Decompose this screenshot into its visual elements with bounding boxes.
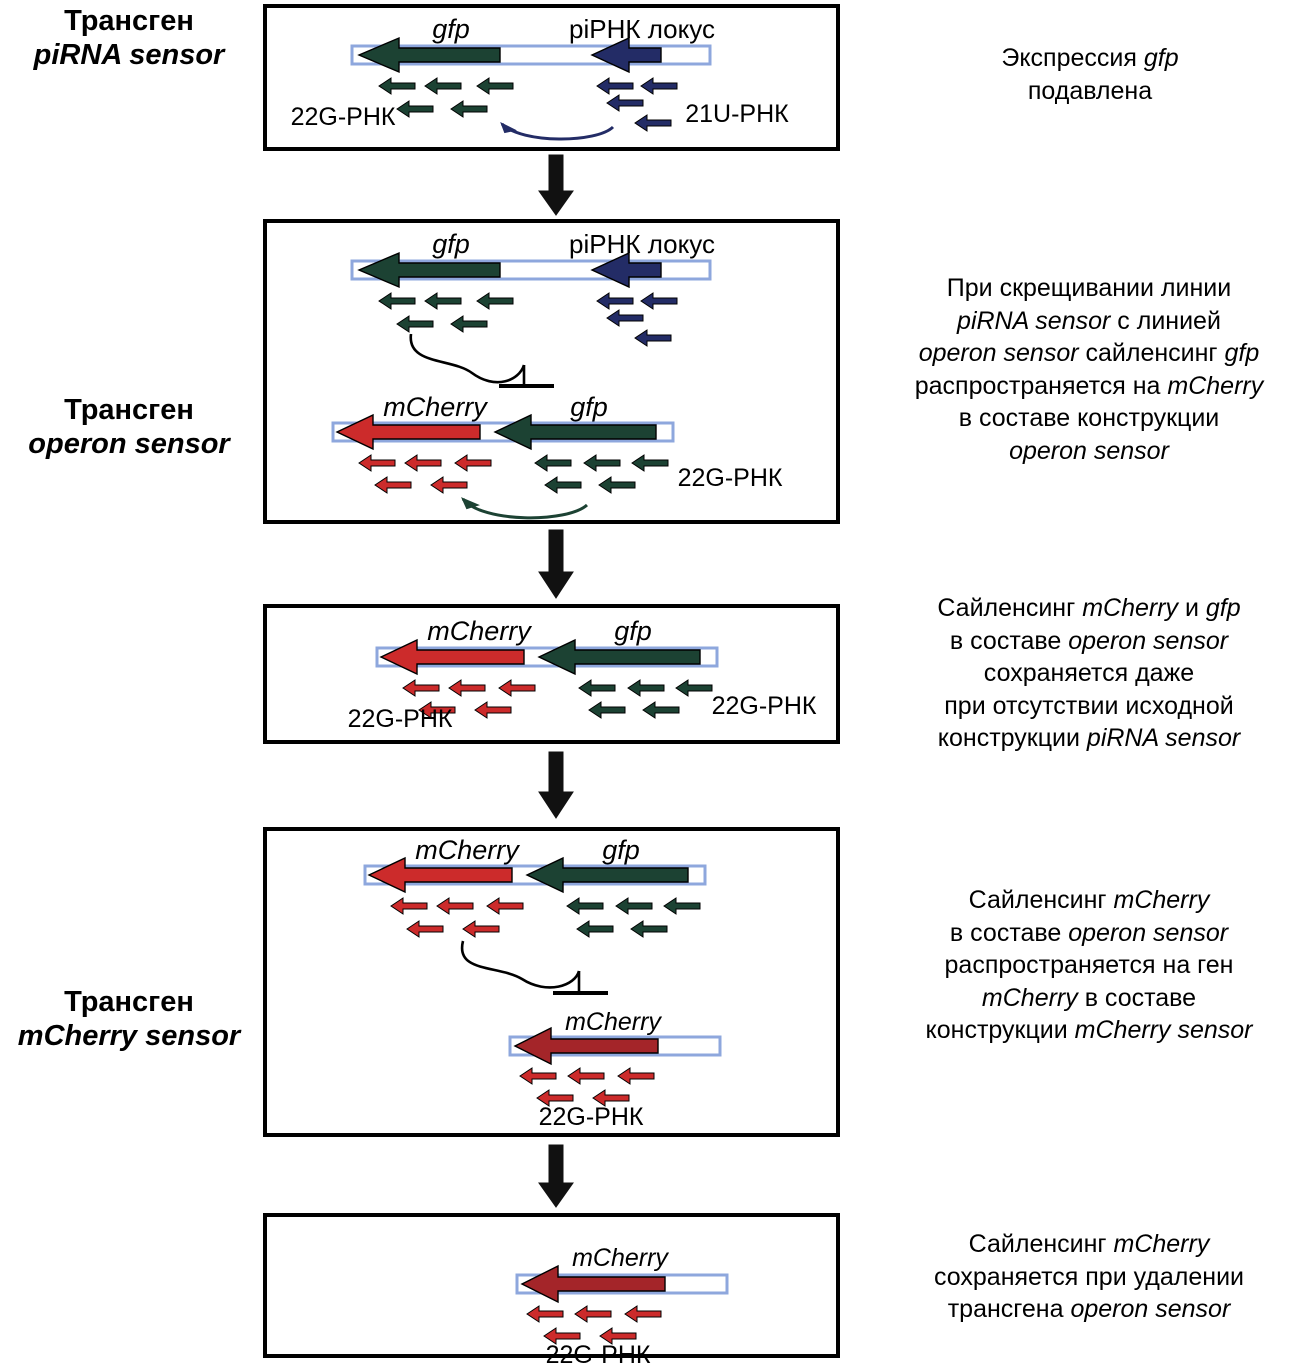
- 22g-rna-arrows: [378, 77, 514, 118]
- 22g-rna-arrows-mcherry-sensor: [519, 1067, 655, 1107]
- gene-label-mcherry: mCherry: [572, 1244, 668, 1272]
- panel-mcherry-sensor-alone: mCherry 22G-РНК: [263, 1213, 840, 1363]
- caption-line: operon sensor: [1009, 436, 1169, 465]
- caption-line: Сайленсинг mCherry: [968, 1230, 1210, 1258]
- caption-line: Сайленсинг mCherry: [968, 886, 1210, 914]
- left-label-line2: mCherry sensor: [17, 1020, 241, 1053]
- caption-line: piRNA sensor с линией: [957, 306, 1221, 335]
- 22g-rna-arrows-gfp-operon: [534, 454, 669, 494]
- mcherry-gene-arrow-sensor: [513, 1026, 659, 1066]
- caption-line: Сайленсинг mCherry и gfp: [937, 594, 1241, 622]
- 22g-rna-arrows-mcherry: [390, 897, 524, 938]
- flow-arrow-4: [536, 1144, 576, 1209]
- caption-line: в составе operon sensor: [949, 918, 1229, 947]
- caption-line: конструкции mCherry sensor: [925, 1016, 1253, 1044]
- gfp-gene-arrow: [357, 36, 501, 74]
- caption-line: сохраняется даже: [983, 659, 1195, 687]
- left-label-line1: Трансген: [64, 986, 194, 1018]
- flow-arrow-1: [536, 154, 576, 217]
- silencing-inhibition-connector: [409, 333, 554, 388]
- srna-label-22g: 22G-РНК: [538, 1103, 644, 1131]
- 21u-rna-arrows: [596, 77, 678, 132]
- gfp-gene-arrow: [537, 638, 701, 676]
- gene-label-mcherry-operon: mCherry: [415, 835, 519, 865]
- panel-1-graphic: [350, 36, 712, 141]
- srna-label-22g: 22G-РНК: [290, 103, 396, 131]
- flow-arrow-2: [536, 529, 576, 600]
- gene-label-mcherry: mCherry: [427, 616, 531, 646]
- gene-label-pirna-locus: piРНК локус: [568, 229, 716, 259]
- caption-line: При скрещивании линии: [946, 274, 1232, 302]
- caption-line: mCherry в составе: [981, 983, 1197, 1012]
- caption-line: при отсутствии исходной: [944, 691, 1234, 720]
- caption-panel-5: Сайленсинг mCherry сохраняется при удале…: [878, 1228, 1300, 1326]
- left-label-pirna-sensor: Трансген piRNA sensor: [0, 4, 258, 72]
- panel-5-graphic: [515, 1264, 729, 1345]
- 22g-rna-arrows-gfp: [566, 897, 701, 938]
- panel-mcherry-sensor-cross: mCherry gfp mCherry 22G-РНК: [263, 827, 840, 1137]
- srna-label-22g-operon: 22G-РНК: [677, 464, 783, 492]
- gene-label-pirna-locus: piРНК локус: [568, 14, 716, 44]
- 21u-rna-arrows-top: [596, 292, 678, 347]
- caption-line: Экспрессия gfp: [1001, 44, 1179, 72]
- panel-operon-sensor-alone: mCherry gfp 22G-РНК 22G-РНК: [263, 604, 840, 744]
- panel-operon-sensor-cross: gfp piРНК локус mCherry gfp 22G-РНК: [263, 219, 840, 524]
- panel-pirna-sensor: gfp piРНК локус 22G-РНК 21U-РНК: [263, 4, 840, 151]
- caption-panel-3: Сайленсинг mCherry и gfp в составе opero…: [878, 592, 1300, 755]
- amplification-curve-arrow: [500, 121, 615, 141]
- gfp-gene-arrow-operon: [493, 413, 657, 451]
- mcherry-gene-arrow: [520, 1264, 666, 1304]
- panel-3-graphic: [375, 638, 719, 719]
- caption-line: в составе конструкции: [958, 404, 1220, 432]
- pirna-locus-arrow: [590, 36, 662, 74]
- left-label-line1: Трансген: [64, 5, 194, 37]
- caption-line: подавлена: [1027, 76, 1153, 105]
- gfp-gene-arrow: [357, 251, 501, 289]
- caption-panel-4: Сайленсинг mCherry в составе operon sens…: [878, 884, 1300, 1047]
- gene-label-gfp: gfp: [432, 14, 470, 44]
- left-label-operon-sensor: Трансген operon sensor: [0, 393, 258, 461]
- 22g-rna-arrows-top: [378, 292, 514, 333]
- mcherry-gene-arrow: [379, 638, 525, 676]
- caption-panel-2: При скрещивании линии piRNA sensor с лин…: [878, 272, 1300, 467]
- gene-label-gfp: gfp: [614, 616, 652, 646]
- caption-line: в составе operon sensor: [949, 626, 1229, 655]
- gene-label-mcherry-sensor: mCherry: [565, 1008, 661, 1036]
- caption-line: распространяется на ген: [944, 951, 1234, 979]
- srna-label-22g: 22G-РНК: [545, 1341, 651, 1363]
- left-label-line2: operon sensor: [28, 428, 230, 461]
- caption-panel-1: Экспрессия gfp подавлена: [880, 42, 1300, 107]
- mcherry-gene-arrow: [367, 856, 513, 894]
- left-label-mcherry-sensor: Трансген mCherry sensor: [0, 985, 258, 1053]
- 22g-rna-arrows-gfp: [578, 679, 713, 719]
- spreading-curve-arrow: [461, 497, 589, 520]
- panel-2-graphic: [331, 251, 712, 520]
- 22g-rna-arrows-mcherry: [358, 454, 492, 494]
- panel-4-graphic: [363, 856, 722, 1107]
- srna-label-22g-right: 22G-РНК: [711, 692, 817, 720]
- silencing-inhibition-connector: [460, 940, 608, 995]
- gene-label-gfp-operon: gfp: [570, 392, 608, 422]
- flow-arrow-3: [536, 751, 576, 820]
- caption-line: сохраняется при удалении: [933, 1262, 1245, 1291]
- gene-label-mcherry: mCherry: [383, 392, 487, 422]
- caption-line: operon sensor сайленсинг gfp: [918, 339, 1260, 367]
- 22g-rna-arrows-mcherry: [402, 679, 536, 719]
- gene-label-gfp-top: gfp: [432, 229, 470, 259]
- srna-label-22g-left: 22G-РНК: [347, 705, 453, 733]
- mcherry-gene-arrow: [335, 413, 481, 451]
- caption-line: распространяется на mCherry: [914, 371, 1264, 400]
- srna-label-21u: 21U-РНК: [685, 100, 789, 128]
- 22g-rna-arrows: [526, 1305, 662, 1345]
- left-label-line2: piRNA sensor: [33, 39, 225, 72]
- left-label-line1: Трансген: [64, 394, 194, 426]
- caption-line: конструкции piRNA sensor: [937, 724, 1241, 752]
- gfp-gene-arrow: [525, 856, 689, 894]
- gene-label-gfp: gfp: [602, 835, 640, 865]
- pirna-locus-arrow: [590, 251, 662, 289]
- caption-line: трансгена operon sensor: [947, 1295, 1231, 1323]
